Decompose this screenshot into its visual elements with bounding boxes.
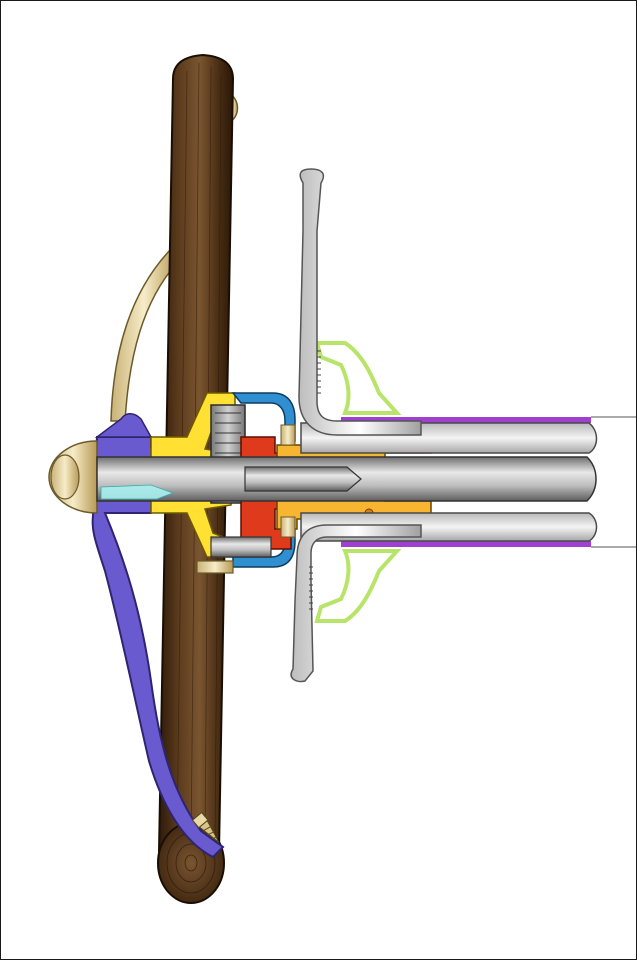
crank-handle-bottom [290,524,422,683]
brass-nut-top [280,424,296,446]
knurling-top [317,350,321,394]
green-bracket-bottom [314,549,402,623]
brass-nut-bottom [280,516,296,538]
finial-knob [50,454,80,500]
green-bracket-top [314,341,402,415]
purple-brace-top [94,413,153,438]
knurling-bottom [309,566,313,610]
shaft-inner-rod [244,466,362,492]
screw [191,811,220,843]
shaft-cyan-highlight [100,484,175,500]
lower-shaft [210,536,272,558]
crank-handle-top [298,168,422,436]
magenta-liner-bottom [341,541,591,547]
small-nut [196,560,234,574]
